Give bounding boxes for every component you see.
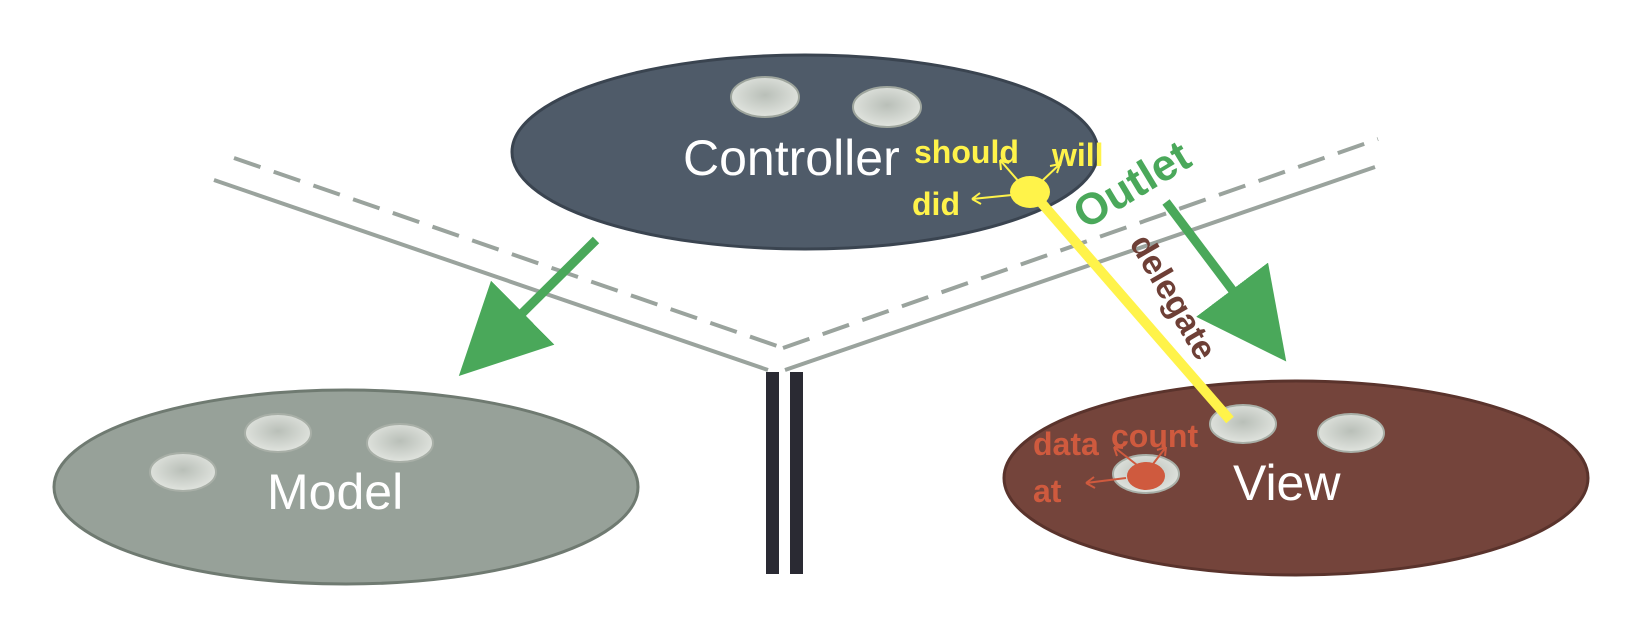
delegate-line <box>1028 188 1234 424</box>
delegate-label: delegate <box>1122 228 1224 366</box>
will-label: will <box>1051 137 1104 173</box>
divider-bar-left <box>766 372 779 574</box>
arrow-to-count <box>1152 446 1167 465</box>
right-solid-boundary <box>784 165 1376 372</box>
left-solid-boundary <box>213 178 769 372</box>
at-label: at <box>1033 473 1062 509</box>
view-bubble-2 <box>1317 413 1385 453</box>
model-node: Model <box>52 388 640 586</box>
count-label: count <box>1111 418 1198 454</box>
arrow-to-did <box>971 192 1013 205</box>
should-label: should <box>914 134 1019 170</box>
model-bubble-1 <box>244 413 312 453</box>
arrow-to-at <box>1085 476 1127 489</box>
datasource-dot <box>1127 462 1165 490</box>
controller-to-model-arrow <box>458 236 600 377</box>
controller-label: Controller <box>683 130 900 186</box>
view-ellipse <box>1002 379 1590 577</box>
outlet-arrow <box>1162 199 1287 362</box>
left-dashed-boundary <box>233 156 784 350</box>
controller-bubble-2 <box>852 86 922 128</box>
controller-node: Controller <box>510 53 1100 251</box>
datasource-methods: data count at <box>1033 418 1198 509</box>
controller-ellipse <box>510 53 1100 251</box>
data-label: data <box>1033 426 1099 462</box>
model-label: Model <box>267 464 403 520</box>
model-bubble-3 <box>149 452 217 492</box>
model-ellipse <box>52 388 640 586</box>
view-node: View <box>1002 379 1590 577</box>
did-label: did <box>912 186 960 222</box>
arrow-to-will <box>1041 163 1061 182</box>
double-bar-divider <box>766 372 803 574</box>
controller-bubble-1 <box>730 76 800 118</box>
arrow-to-should <box>999 159 1021 184</box>
divider-bar-right <box>790 372 803 574</box>
view-label: View <box>1233 455 1341 511</box>
model-bubble-2 <box>366 423 434 463</box>
arrow-to-data <box>1113 446 1138 466</box>
delegate-methods: should will did <box>912 134 1104 222</box>
delegate-dot <box>1010 176 1050 208</box>
